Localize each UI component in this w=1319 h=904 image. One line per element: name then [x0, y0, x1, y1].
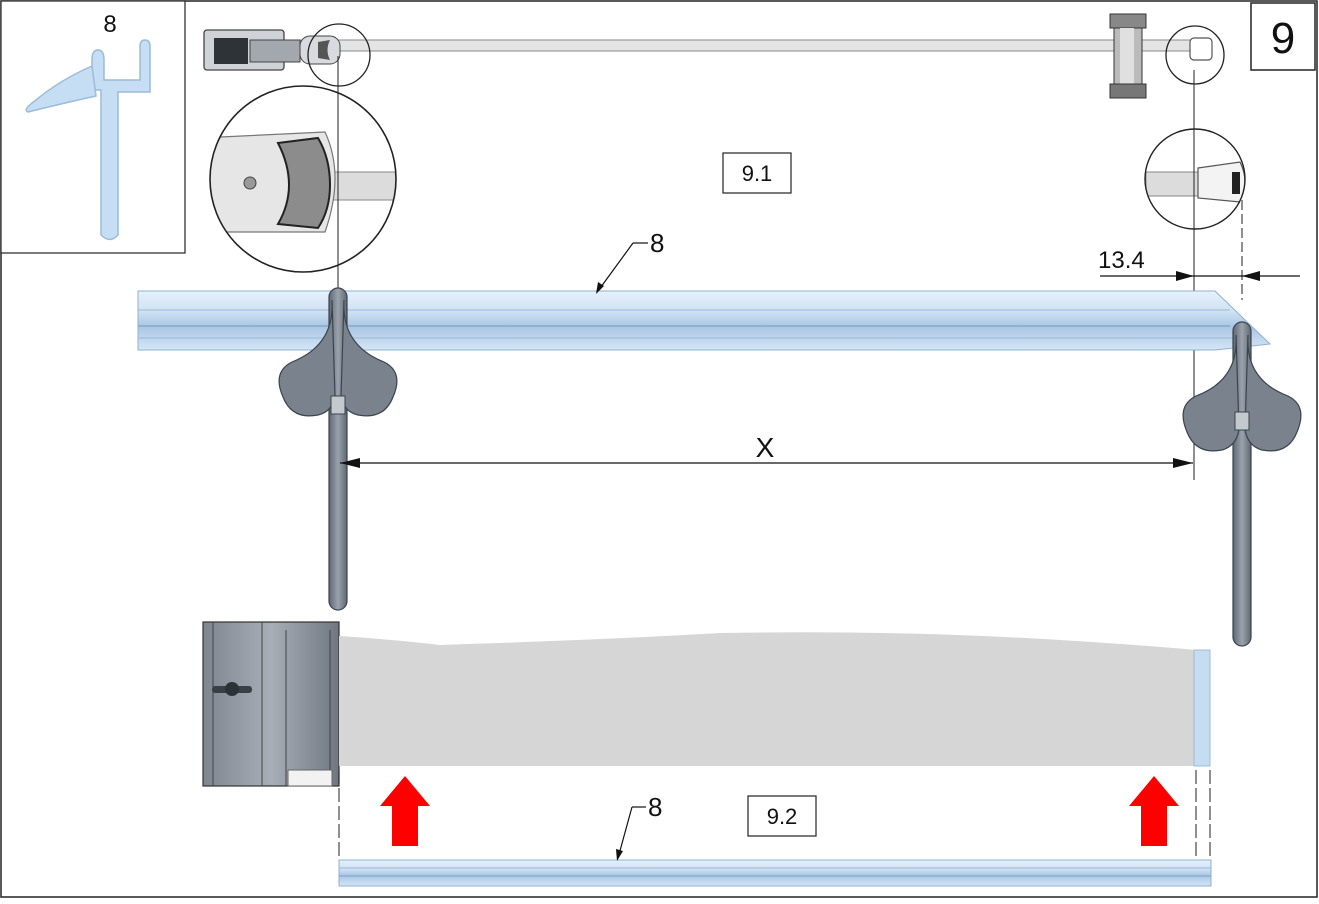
- substep-9-2-box: 9.2: [747, 795, 817, 837]
- callout-seal-bottom: 8: [616, 792, 662, 861]
- callout-seal-top-label: 8: [650, 228, 664, 258]
- top-rail-assembly: [203, 13, 1225, 99]
- push-up-arrow-right: [1129, 776, 1179, 846]
- step-number-box: 9: [1250, 2, 1316, 71]
- mounting-tool-right: [1182, 321, 1302, 647]
- profile-detail-box: 8: [0, 0, 186, 254]
- callout-seal-bottom-label: 8: [648, 792, 662, 822]
- seal-profile-icon: [25, 39, 151, 241]
- door-frame-profile: [202, 621, 340, 787]
- seal-profile-top: [137, 290, 1272, 351]
- mounting-tool-left: [278, 287, 398, 611]
- substep-9-2-label: 9.2: [767, 804, 798, 829]
- left-detail-magnifier: [209, 85, 397, 273]
- detail-marker-left: [307, 23, 371, 87]
- dimension-offset: 13.4: [1098, 247, 1300, 281]
- right-detail-magnifier: [1144, 128, 1246, 230]
- dimension-span-label: X: [756, 432, 775, 463]
- push-up-arrow-left: [380, 776, 430, 846]
- glass-panel: [339, 632, 1211, 767]
- substep-9-1-box: 9.1: [722, 152, 792, 194]
- step-number: 9: [1271, 14, 1295, 63]
- callout-seal-top: 8: [596, 228, 664, 294]
- detail-marker-right: [1165, 25, 1225, 85]
- dimension-offset-label: 13.4: [1098, 247, 1145, 274]
- dimension-span: X: [340, 432, 1193, 468]
- substep-9-1-label: 9.1: [742, 161, 773, 186]
- profile-detail-label: 8: [103, 11, 116, 38]
- seal-profile-bottom: [338, 859, 1212, 887]
